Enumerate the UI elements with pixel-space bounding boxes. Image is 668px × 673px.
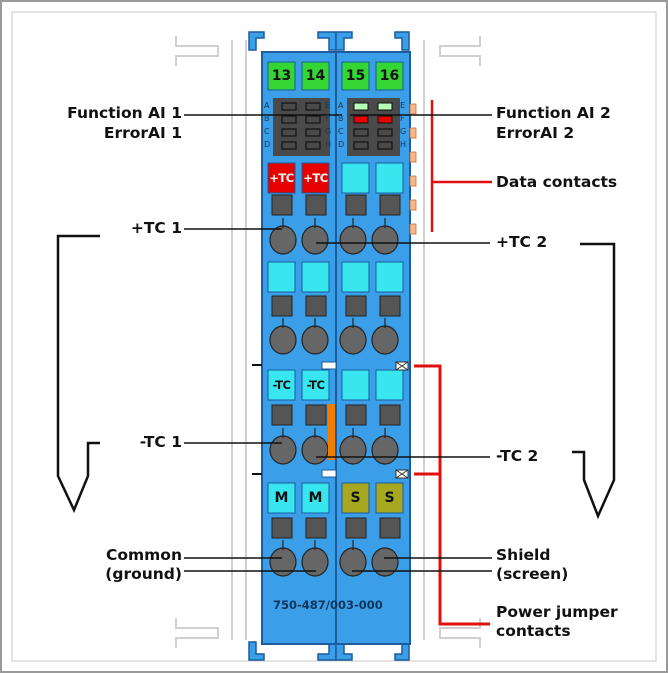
power-jumper-markers bbox=[395, 361, 409, 479]
label-minus-tc2: -TC 2 bbox=[496, 447, 539, 465]
release-buttons bbox=[271, 194, 401, 539]
pad-plus-tc-1b bbox=[301, 162, 330, 194]
led-letter-b: B bbox=[264, 114, 270, 123]
channel-label-s-b: S bbox=[384, 490, 395, 506]
led-letter-b-right: B bbox=[338, 114, 344, 123]
label-function-ai2: Function AI 2 bbox=[496, 104, 611, 122]
label-plus-tc1: +TC 1 bbox=[130, 219, 182, 237]
terminal-number-15: 15 bbox=[345, 68, 366, 84]
channel-label-minus-tc-a: -TC bbox=[272, 378, 291, 392]
led-letter-e-left: E bbox=[325, 101, 331, 110]
part-number: 750-487/003-000 bbox=[273, 598, 383, 612]
power-jumper-bracket bbox=[414, 364, 490, 626]
label-power-jumper: Power jumper bbox=[496, 603, 618, 621]
led-letter-g-left: G bbox=[325, 127, 332, 136]
label-contacts: contacts bbox=[496, 622, 571, 640]
led-letter-a: A bbox=[264, 101, 270, 110]
led-function-ai2b bbox=[377, 102, 393, 111]
led-letter-f-left: F bbox=[325, 114, 330, 123]
led-letter-f: F bbox=[400, 114, 405, 123]
led-letter-h: H bbox=[400, 140, 407, 149]
data-contact-pins bbox=[409, 103, 417, 235]
pad-plus-tc-1 bbox=[267, 162, 296, 194]
label-ground: (ground) bbox=[105, 565, 182, 583]
led-function-ai2a bbox=[353, 102, 369, 111]
label-error-ai2: ErrorAI 2 bbox=[496, 124, 575, 142]
channel-label-plus-tc-a: +TC bbox=[269, 171, 294, 185]
terminal-number-16: 16 bbox=[379, 68, 400, 84]
leader-lines bbox=[184, 114, 492, 572]
led-error-ai2a bbox=[353, 115, 369, 124]
led-letter-d: D bbox=[264, 140, 271, 149]
thermocouple-left bbox=[56, 234, 100, 514]
channel-label-minus-tc-b: -TC bbox=[306, 378, 325, 392]
led-letter-d-right: D bbox=[338, 140, 345, 149]
channel-label-m-a: M bbox=[274, 490, 289, 506]
channel-label-s-a: S bbox=[350, 490, 361, 506]
channel-label-plus-tc-b: +TC bbox=[303, 171, 328, 185]
pad-cyan-r1a bbox=[341, 162, 370, 194]
label-screen: (screen) bbox=[496, 565, 569, 583]
led-panel bbox=[273, 98, 400, 156]
label-minus-tc1: -TC 1 bbox=[139, 433, 182, 451]
terminal-number-14: 14 bbox=[305, 68, 326, 84]
label-error-ai1: ErrorAI 1 bbox=[103, 124, 182, 142]
data-contacts-bracket bbox=[430, 100, 492, 232]
led-letter-h-left: H bbox=[325, 140, 332, 149]
pad-cyan-r1b bbox=[375, 162, 404, 194]
led-error-ai2b bbox=[377, 115, 393, 124]
led-letter-c: C bbox=[264, 127, 270, 136]
channel-label-m-b: M bbox=[308, 490, 323, 506]
label-common: Common bbox=[105, 546, 182, 564]
led-letter-a-right: A bbox=[338, 101, 344, 110]
internal-jumper bbox=[328, 404, 335, 460]
label-data-contacts: Data contacts bbox=[496, 173, 618, 191]
led-letter-c-right: C bbox=[338, 127, 344, 136]
terminal-number-13: 13 bbox=[271, 68, 292, 84]
led-letter-g: G bbox=[400, 127, 407, 136]
thermocouple-right bbox=[572, 242, 616, 520]
label-function-ai1: Function AI 1 bbox=[67, 104, 182, 122]
number-tabs bbox=[267, 61, 404, 91]
led-letter-e: E bbox=[400, 101, 406, 110]
label-plus-tc2: +TC 2 bbox=[496, 233, 548, 251]
label-shield: Shield bbox=[496, 546, 551, 564]
wire-entries bbox=[269, 218, 399, 577]
